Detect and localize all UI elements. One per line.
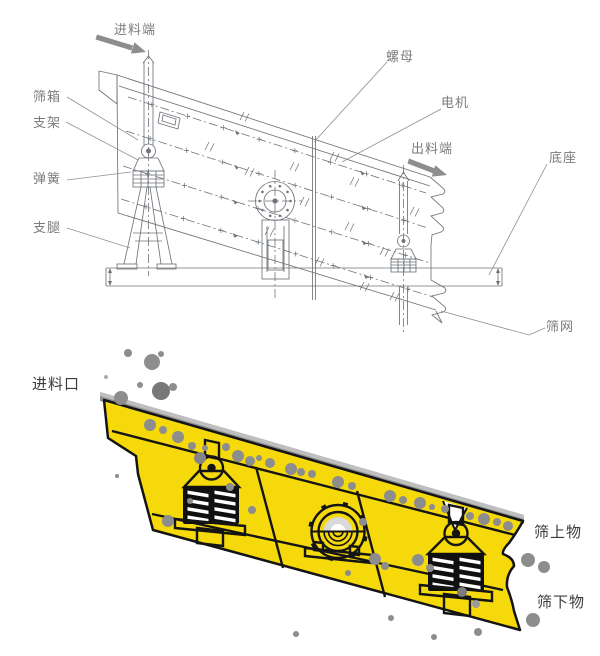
box-bottom-edge [117, 212, 437, 311]
material-particles [104, 349, 550, 640]
leader-screen-box [66, 96, 139, 141]
feed-arrow [95, 34, 146, 54]
discharge-arrow [407, 158, 447, 177]
discharge-teeth-lower [430, 279, 447, 324]
label-nut: 螺母 [386, 50, 414, 65]
label-undersize: 筛下物 [537, 593, 585, 611]
leader-spring [66, 171, 132, 181]
bottom-illustration: 进料口 筛上物 筛下物 [32, 349, 585, 640]
leader-screen-mesh [440, 310, 546, 336]
leader-nut [313, 61, 388, 143]
feed-flap [98, 70, 118, 105]
leader-base [488, 163, 548, 276]
label-feed-end: 进料端 [114, 23, 156, 38]
label-support-leg: 支腿 [33, 221, 61, 236]
deck-bar-highlight [100, 392, 524, 519]
discharge-teeth-upper [429, 176, 446, 280]
box-left-edge [116, 74, 119, 214]
label-motor: 电机 [441, 96, 469, 111]
label-discharge-end: 出料端 [411, 142, 453, 157]
label-screen-box: 筛箱 [33, 89, 61, 105]
label-spring: 弹簧 [33, 171, 61, 187]
left-support [116, 50, 177, 276]
motor-drawing [248, 170, 302, 298]
label-support-frame: 支架 [33, 116, 61, 131]
leader-motor [341, 108, 442, 163]
base-beam [105, 267, 503, 287]
panel-divider-2 [355, 490, 387, 598]
label-base: 底座 [549, 150, 577, 166]
box-top-inner [118, 85, 431, 187]
vibrator-circle [303, 501, 374, 565]
leader-support-leg [66, 227, 131, 249]
label-oversize: 筛上物 [534, 523, 582, 541]
right-support [390, 165, 417, 332]
top-technical-drawing: 进料端 筛箱 支架 弹簧 支腿 螺母 电机 出料端 底座 筛网 [33, 23, 577, 336]
inspection-plate [157, 111, 181, 130]
bolt-rod [312, 136, 316, 300]
box-top-edge [116, 74, 431, 178]
label-screen-mesh: 筛网 [546, 320, 574, 335]
panel-divider-1 [254, 466, 285, 569]
leader-support-frame [65, 121, 139, 161]
right-spring-assembly [418, 503, 494, 618]
label-feed-inlet: 进料口 [32, 375, 80, 393]
